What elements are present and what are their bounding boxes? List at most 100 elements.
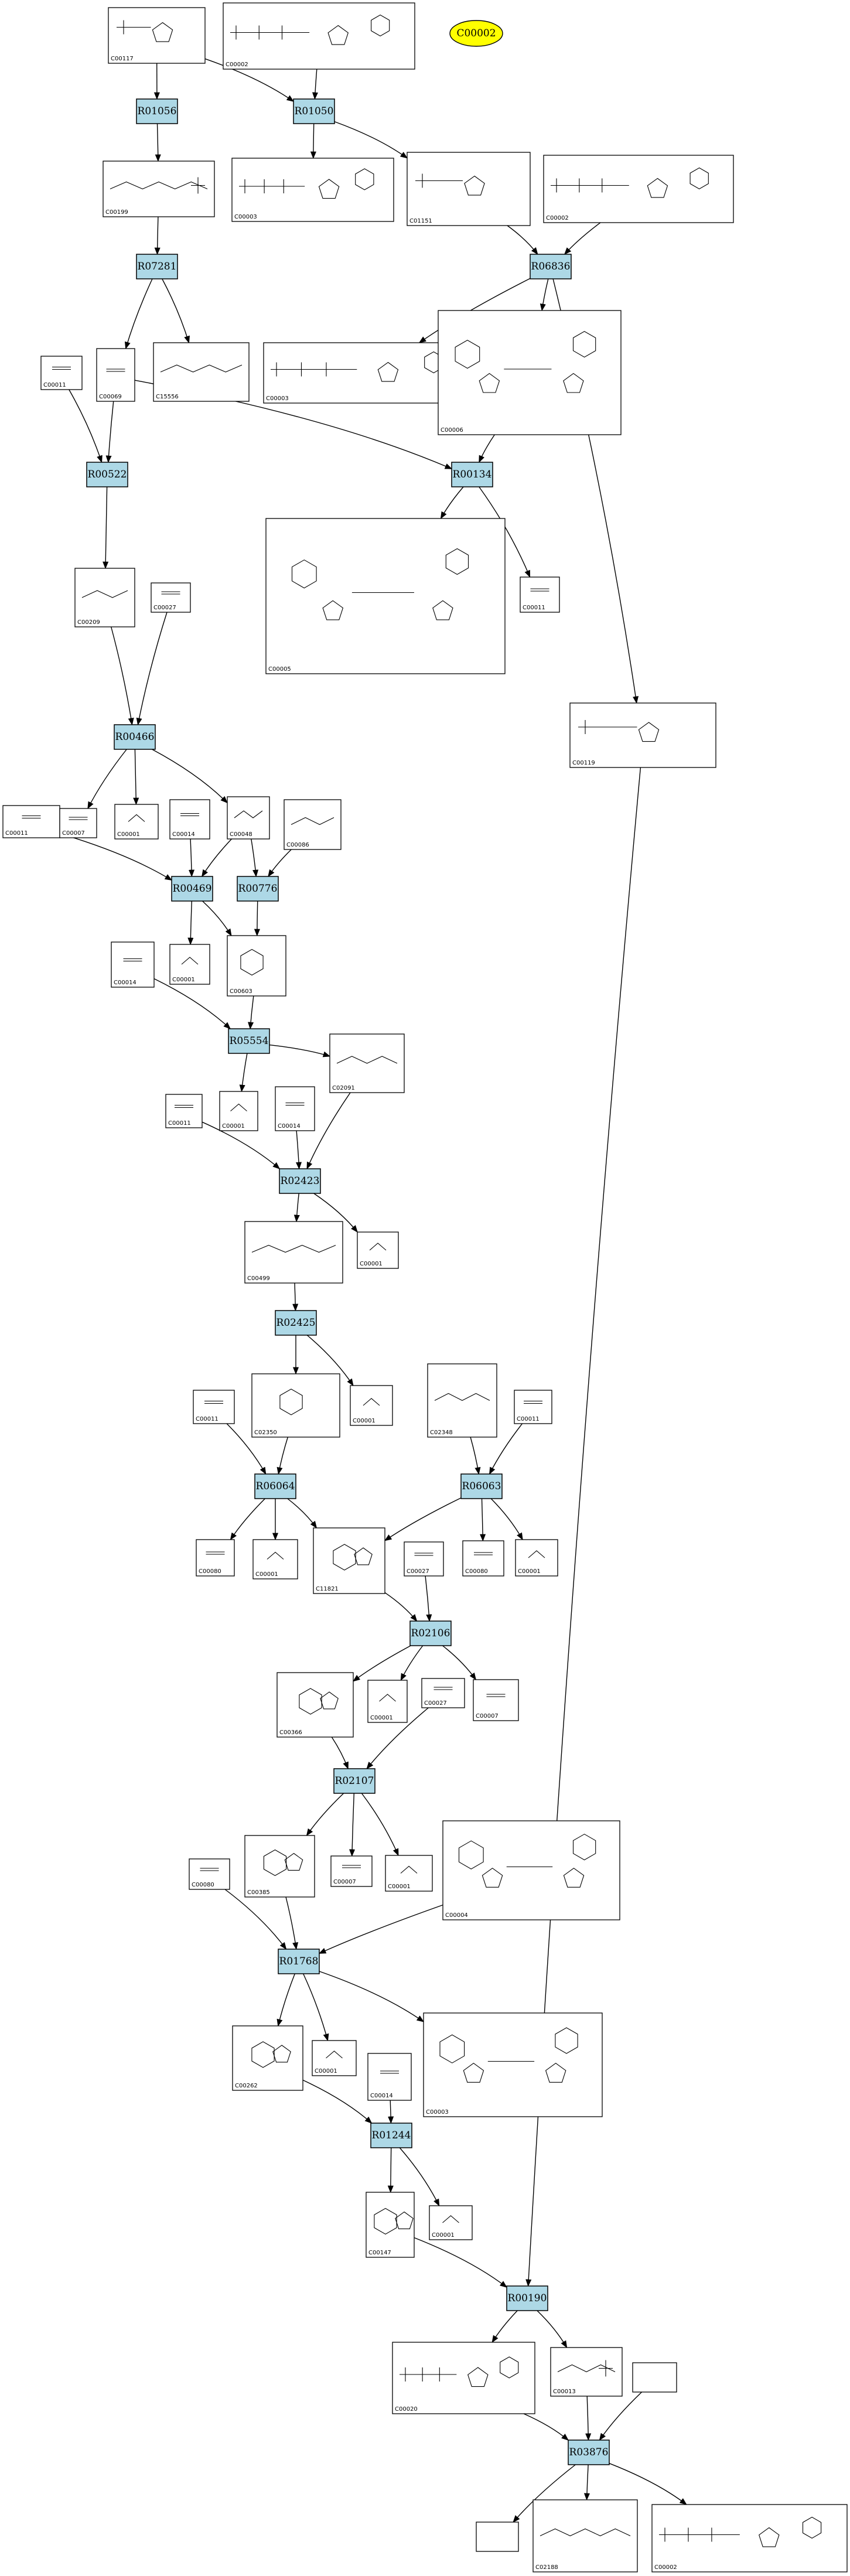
compound-node-C00006[interactable]: C00006	[438, 310, 622, 435]
reaction-node-R02106[interactable]: R02106	[409, 1620, 452, 1646]
compound-node-C00002[interactable]: C00002	[223, 2, 415, 70]
compound-node-C00003[interactable]: C00003	[263, 342, 472, 404]
compound-node-C02091[interactable]: C02091	[329, 1033, 405, 1093]
reaction-box	[451, 462, 493, 487]
compound-id-label: C00001	[222, 1123, 245, 1130]
compound-node-C00086[interactable]: C00086	[284, 799, 342, 850]
compound-node-C02348[interactable]: C02348	[427, 1363, 497, 1438]
compound-node-C00001[interactable]: C00001	[367, 1680, 408, 1723]
compound-node-C00001[interactable]: C00001	[219, 1091, 258, 1131]
compound-node-C00117[interactable]: C00117	[108, 7, 206, 64]
edge-c55-R01244	[388, 2100, 394, 2124]
compound-node-C00011[interactable]: C00011	[514, 1390, 552, 1424]
compound-id-label: C00080	[199, 1568, 221, 1575]
compound-node-unknown[interactable]	[476, 2522, 519, 2552]
compound-node-C00001[interactable]: C00001	[515, 1539, 558, 1577]
compound-node-unknown[interactable]	[632, 2362, 677, 2393]
compound-node-C00001[interactable]: C00001	[429, 2205, 473, 2240]
compound-node-C00209[interactable]: C00209	[74, 568, 135, 627]
reaction-node-R00190[interactable]: R00190	[506, 2285, 548, 2311]
compound-node-C00027[interactable]: C00027	[404, 1541, 444, 1577]
compound-node-C00199[interactable]: C00199	[103, 161, 215, 217]
structure-drawing	[271, 351, 443, 382]
compound-node-C00011[interactable]: C00011	[40, 356, 83, 390]
reaction-node-R06064[interactable]: R06064	[254, 1473, 296, 1499]
compound-node-C00048[interactable]: C00048	[227, 796, 270, 840]
compound-node-C02188[interactable]: C02188	[532, 2499, 638, 2572]
reaction-node-R01244[interactable]: R01244	[370, 2123, 412, 2148]
compound-node-C00011[interactable]: C00011	[2, 805, 60, 838]
compound-node-C02350[interactable]: C02350	[251, 1373, 340, 1438]
compound-node-C00385[interactable]: C00385	[244, 1835, 315, 1898]
compound-node-C00027[interactable]: C00027	[421, 1678, 465, 1708]
reaction-node-R06836[interactable]: R06836	[530, 254, 572, 279]
compound-node-C00001[interactable]: C00001	[350, 1385, 393, 1426]
compound-node-C00007[interactable]: C00007	[330, 1855, 373, 1887]
compound-node-C00603[interactable]: C00603	[227, 935, 286, 997]
compound-node-C00001[interactable]: C00001	[252, 1539, 298, 1579]
compound-node-C00069[interactable]: C00069	[96, 348, 135, 402]
compound-node-C00001[interactable]: C00001	[312, 2040, 357, 2076]
compound-node-C00080[interactable]: C00080	[189, 1858, 230, 1890]
compound-node-C00003[interactable]: C00003	[423, 2012, 603, 2117]
compound-node-C00080[interactable]: C00080	[462, 1540, 504, 1577]
compound-box	[284, 799, 342, 850]
compound-node-C00147[interactable]: C00147	[366, 2192, 415, 2258]
compound-node-C00013[interactable]: C00013	[550, 2347, 623, 2397]
reaction-node-R00469[interactable]: R00469	[171, 876, 213, 902]
reaction-node-R02423[interactable]: R02423	[279, 1168, 321, 1194]
structure-drawing	[285, 1102, 305, 1106]
compound-node-C00003[interactable]: C00003	[231, 158, 394, 222]
compound-node-C00007[interactable]: C00007	[59, 808, 97, 838]
reaction-box	[279, 1168, 321, 1194]
compound-node-C01151[interactable]: C01151	[407, 152, 531, 226]
compound-node-C00027[interactable]: C00027	[151, 582, 191, 613]
compound-node-C00014[interactable]: C00014	[169, 799, 210, 840]
reaction-node-R07281[interactable]: R07281	[136, 254, 178, 279]
compound-node-C00119[interactable]: C00119	[569, 702, 716, 768]
compound-node-C00001[interactable]: C00001	[169, 944, 210, 985]
compound-node-C11821[interactable]: C11821	[313, 1527, 385, 1594]
reaction-node-R02425[interactable]: R02425	[275, 1310, 317, 1336]
reaction-node-R05554[interactable]: R05554	[228, 1028, 270, 1054]
compound-node-C00004[interactable]: C00004	[442, 1820, 620, 1920]
compound-box	[219, 1091, 258, 1131]
reaction-node-R06063[interactable]: R06063	[460, 1473, 503, 1499]
compound-node-C00001[interactable]: C00001	[385, 1855, 433, 1892]
compound-node-C00499[interactable]: C00499	[244, 1221, 343, 1284]
highlight-compound-node[interactable]: C00002	[449, 20, 503, 47]
compound-node-C00011[interactable]: C00011	[165, 1094, 203, 1128]
compound-node-C00020[interactable]: C00020	[392, 2342, 535, 2414]
compound-node-C00011[interactable]: C00011	[193, 1390, 235, 1424]
compound-node-C00014[interactable]: C00014	[275, 1086, 315, 1131]
compound-node-C00011[interactable]: C00011	[520, 576, 560, 613]
reaction-node-R01050[interactable]: R01050	[293, 98, 335, 124]
reaction-node-R02107[interactable]: R02107	[333, 1768, 375, 1794]
compound-node-C00262[interactable]: C00262	[232, 2025, 303, 2091]
reaction-node-R03876[interactable]: R03876	[568, 2439, 610, 2465]
compound-node-C00001[interactable]: C00001	[357, 1231, 399, 1269]
reaction-node-R00466[interactable]: R00466	[114, 724, 156, 750]
edge-c60-R03876	[599, 2391, 642, 2441]
compound-node-C00014[interactable]: C00014	[367, 2053, 412, 2101]
reaction-node-R00776[interactable]: R00776	[237, 876, 279, 902]
compound-node-C00002[interactable]: C00002	[651, 2504, 848, 2572]
compound-node-C00005[interactable]: C00005	[265, 518, 506, 674]
compound-node-C15556[interactable]: C15556	[153, 342, 250, 402]
reaction-node-R00522[interactable]: R00522	[86, 462, 128, 487]
compound-node-C00007[interactable]: C00007	[473, 1679, 519, 1721]
reaction-node-R01056[interactable]: R01056	[136, 98, 178, 124]
compound-box	[108, 7, 206, 64]
structure-drawing	[369, 1243, 387, 1251]
compound-node-C00014[interactable]: C00014	[111, 941, 155, 988]
reaction-node-R00134[interactable]: R00134	[451, 462, 493, 487]
structure-drawing	[279, 1388, 303, 1415]
reaction-node-R01768[interactable]: R01768	[278, 1949, 320, 1974]
edge-c8-R00522	[105, 401, 114, 463]
compound-node-C00001[interactable]: C00001	[114, 804, 159, 840]
compound-node-C00080[interactable]: C00080	[196, 1539, 235, 1577]
compound-node-C00366[interactable]: C00366	[276, 1672, 354, 1738]
compound-id-label: C00014	[370, 2093, 393, 2099]
compound-node-C00002[interactable]: C00002	[543, 155, 734, 223]
